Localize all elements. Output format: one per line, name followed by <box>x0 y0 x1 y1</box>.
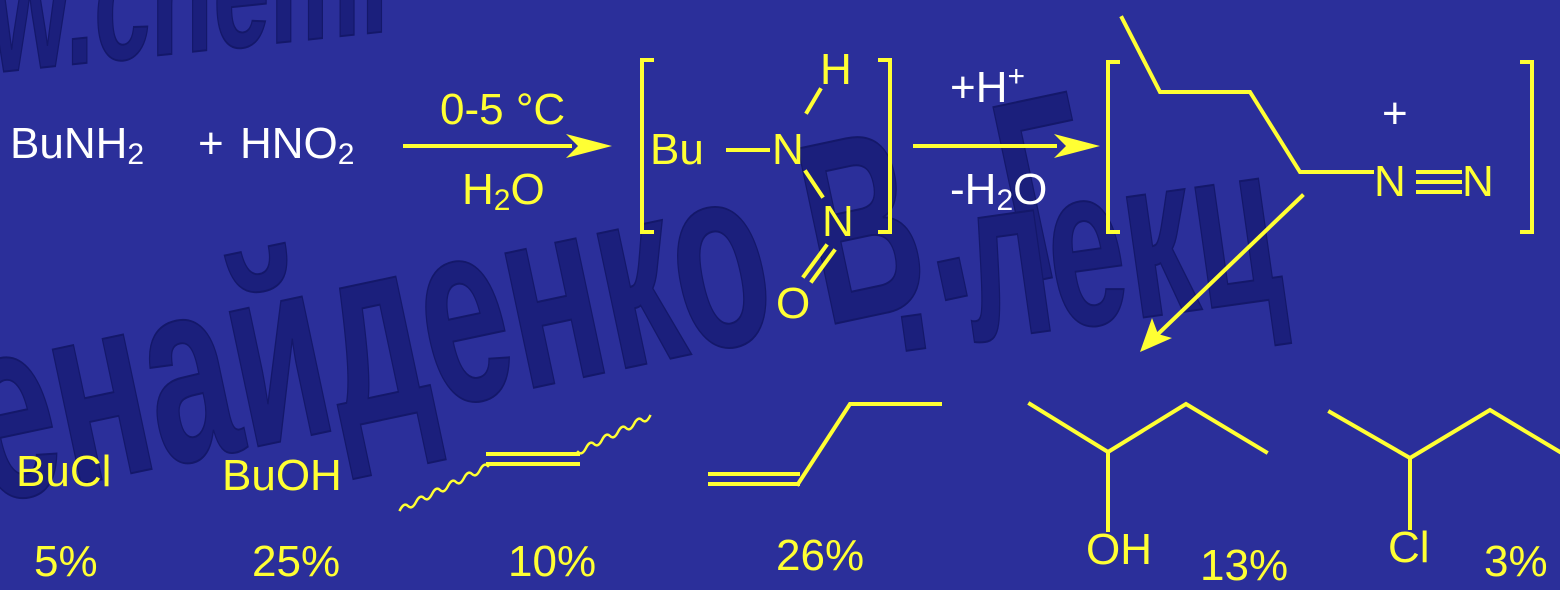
reactant-amine: BuNH2 <box>10 119 145 171</box>
step1-solvent: H2O <box>462 165 545 217</box>
step2-protonation-superscript: + <box>1007 60 1026 93</box>
step2-protonation: +H+ <box>950 60 1026 112</box>
step1-solvent-subscript: 2 <box>493 184 511 217</box>
product-yield-internal-alkene: 10% <box>508 537 597 586</box>
step1-temperature: 0-5 °C <box>440 85 566 134</box>
product-label-2-butanol-oh: OH <box>1086 525 1152 574</box>
product-yield-2-chlorobutane: 3% <box>1484 537 1548 586</box>
product-yield-bucl: 5% <box>34 537 98 586</box>
arrowhead-step2 <box>1054 134 1100 158</box>
product-yield-buoh: 25% <box>252 537 341 586</box>
bracket-right-intermediate <box>878 58 892 234</box>
intermediate-n1: N <box>772 125 804 174</box>
bond-n-n <box>803 169 825 199</box>
product-yield-2-butanol: 13% <box>1200 541 1289 590</box>
reactant-amine-subscript: 2 <box>127 138 145 171</box>
wavy-bond-right <box>576 414 652 455</box>
arrow-diagonal <box>1155 193 1305 337</box>
arrowhead-step1 <box>566 134 612 158</box>
bond-n-o-2 <box>809 248 837 284</box>
intermediate-n2: N <box>822 197 854 246</box>
intermediate-bu: Bu <box>650 125 704 174</box>
plus-sign: + <box>198 119 224 168</box>
bond-butanol-chain <box>1027 401 1269 455</box>
bond-n-h <box>804 87 823 115</box>
diazonium-n-b: N <box>1462 157 1494 206</box>
step2-water-loss: -H2O <box>950 165 1048 217</box>
diazonium-charge: + <box>1382 89 1408 138</box>
intermediate-h: H <box>820 45 852 94</box>
bond-butyl-chain <box>1119 15 1374 174</box>
product-label-2-chlorobutane-cl: Cl <box>1388 523 1430 572</box>
arrowhead-diagonal <box>1140 318 1172 352</box>
bracket-left-diazonium <box>1106 60 1120 234</box>
bond-n-o-1 <box>801 243 829 279</box>
bond-butene-chain <box>795 402 942 487</box>
diazonium-n-a: N <box>1374 157 1406 206</box>
reactant-nitrous-acid-subscript: 2 <box>337 138 355 171</box>
bracket-right-diazonium <box>1520 60 1534 234</box>
reactant-nitrous-acid: HNO2 <box>240 119 355 171</box>
bracket-left-intermediate <box>640 58 654 234</box>
bond-chlorobutane-chain <box>1327 407 1560 461</box>
wavy-bond-left <box>398 463 490 512</box>
intermediate-o: O <box>776 279 811 328</box>
product-label-buoh: BuOH <box>222 451 342 500</box>
step2-water-loss-subscript: 2 <box>996 184 1014 217</box>
product-yield-1-butene: 26% <box>776 531 865 580</box>
product-label-bucl: BuCl <box>16 447 112 496</box>
